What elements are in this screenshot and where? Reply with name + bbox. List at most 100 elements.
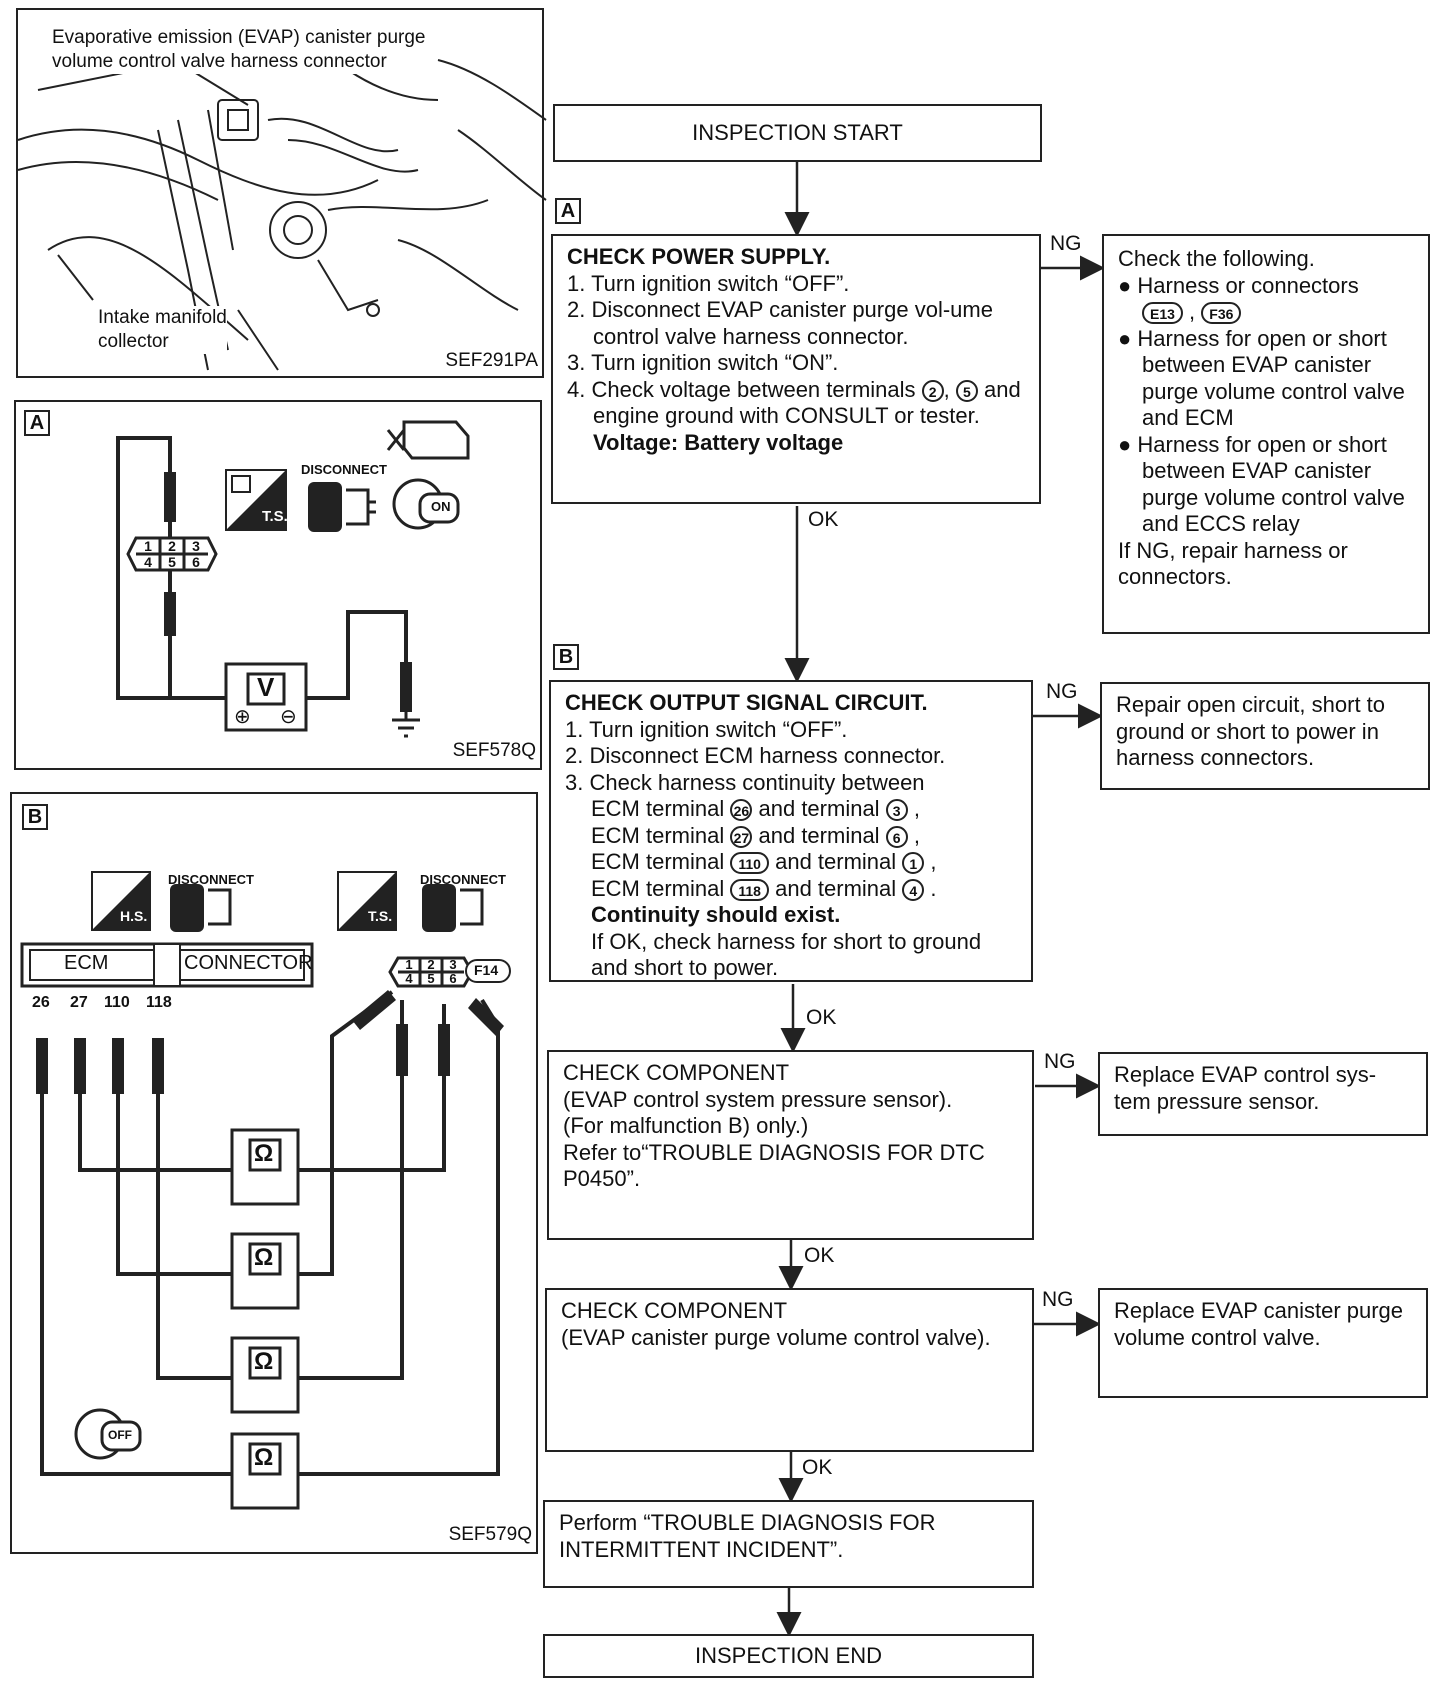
callout-line-1: Evaporative emission (EVAP) canister pur… bbox=[52, 27, 426, 48]
ng-replace-sensor-box: Replace EVAP control sys-tem pressure se… bbox=[1098, 1052, 1428, 1136]
terminal-id: 4 bbox=[902, 878, 925, 901]
key-off-label: OFF bbox=[108, 1428, 132, 1442]
inspection-start-box: INSPECTION START bbox=[553, 104, 1042, 162]
component-line: (For malfunction B) only.) bbox=[563, 1113, 809, 1138]
ok-label: OK bbox=[808, 508, 839, 531]
ng-replace-text: Replace EVAP canister purge volume contr… bbox=[1114, 1298, 1404, 1350]
connector-pins: 1 2 3 4 5 6 bbox=[398, 958, 464, 986]
step-a-tag: A bbox=[555, 198, 581, 224]
plus-terminal: ⊕ bbox=[234, 706, 251, 728]
continuity-row: ECM terminal 118 and terminal 4 . bbox=[565, 876, 1017, 903]
ng-bullet-text: Harness for open or short between EVAP c… bbox=[1137, 325, 1405, 431]
figure-b-wiring bbox=[20, 871, 511, 1510]
voltmeter-label: V bbox=[257, 672, 275, 702]
terminal-id: 6 bbox=[885, 825, 908, 848]
ohm-meter-label: Ω bbox=[254, 1140, 274, 1167]
ng-bullet: ● Harness for open or short between EVAP… bbox=[1118, 431, 1405, 537]
figure-b-panel: B bbox=[10, 792, 538, 1554]
callout-line-2: volume control valve harness connector bbox=[52, 51, 387, 72]
ng-label: NG bbox=[1046, 680, 1078, 703]
check-power-supply-box: CHECK POWER SUPPLY. 1. Turn ignition swi… bbox=[551, 234, 1041, 504]
step-title: CHECK OUTPUT SIGNAL CIRCUIT. bbox=[565, 690, 928, 715]
voltage-spec: Voltage: Battery voltage bbox=[593, 429, 844, 455]
ecm-terminal-number: 27 bbox=[70, 994, 88, 1011]
connector-pins: 1 2 3 4 5 6 bbox=[136, 538, 208, 570]
figure-code: SEF578Q bbox=[452, 740, 536, 761]
intake-manifold-callout: Intake manifold collector bbox=[98, 306, 227, 354]
check-pressure-sensor-box: CHECK COMPONENT (EVAP control system pre… bbox=[547, 1050, 1034, 1240]
component-line: (EVAP control system pressure sensor). bbox=[563, 1086, 953, 1112]
disconnect-label: DISCONNECT bbox=[301, 462, 387, 477]
ts-label: T.S. bbox=[262, 508, 288, 525]
step-line: 2. Disconnect EVAP canister purge vol-um… bbox=[567, 297, 993, 349]
engine-illustration bbox=[17, 49, 547, 371]
step-line-text: and engine ground with CONSULT or tester… bbox=[593, 376, 1021, 429]
ok-label: OK bbox=[802, 1456, 833, 1479]
pin: 1 bbox=[405, 957, 413, 972]
step-line: 1. Turn ignition switch “OFF”. bbox=[565, 716, 848, 742]
row-end: , bbox=[930, 849, 937, 874]
step-line: 3. Check harness continuity between bbox=[565, 769, 925, 795]
ecm-terminal-number: 110 bbox=[104, 994, 130, 1011]
ecm-terminal-id: 26 bbox=[730, 799, 753, 822]
ng-outro: If NG, repair harness or connectors. bbox=[1118, 537, 1348, 590]
hs-label: H.S. bbox=[120, 908, 148, 924]
step-line: 1. Turn ignition switch “OFF”. bbox=[567, 270, 850, 296]
callout-line-3: Intake manifold bbox=[98, 307, 227, 328]
figure-a-wiring bbox=[116, 420, 470, 738]
ecm-terminal-number: 26 bbox=[32, 994, 50, 1011]
step-line: 3. Turn ignition switch “ON”. bbox=[567, 350, 839, 375]
terminal-2: 2 bbox=[921, 379, 944, 402]
terminal-id: 3 bbox=[885, 799, 908, 822]
ecm-terminal-text: ECM terminal bbox=[591, 796, 725, 821]
ng-repair-text: Repair open circuit, short to ground or … bbox=[1116, 692, 1386, 770]
evap-valve-callout: Evaporative emission (EVAP) canister pur… bbox=[52, 26, 426, 74]
figure-a-panel: A bbox=[14, 400, 542, 770]
figure-a-tag: A bbox=[24, 410, 50, 436]
inspection-end-box: INSPECTION END bbox=[543, 1634, 1034, 1678]
inspection-start: INSPECTION START bbox=[692, 119, 903, 145]
pin: 6 bbox=[449, 971, 457, 986]
key-on-label: ON bbox=[431, 499, 451, 514]
check-purge-valve-box: CHECK COMPONENT (EVAP canister purge vol… bbox=[545, 1288, 1034, 1452]
ok-label: OK bbox=[804, 1244, 835, 1267]
disconnect-label: DISCONNECT bbox=[420, 872, 506, 887]
terminal-5: 5 bbox=[955, 379, 978, 402]
ohm-meter-label: Ω bbox=[254, 1348, 274, 1375]
ng-label: NG bbox=[1044, 1050, 1076, 1073]
ecm-terminal-text: ECM terminal bbox=[591, 822, 725, 848]
step-line: 2. Disconnect ECM harness connector. bbox=[565, 743, 946, 768]
ecm-terminal-text: ECM terminal bbox=[591, 849, 725, 874]
connector-f36: F36 bbox=[1201, 302, 1242, 325]
pin: 5 bbox=[427, 971, 435, 986]
ohm-meter-label: Ω bbox=[254, 1244, 274, 1271]
pin: 3 bbox=[192, 538, 200, 554]
ecm-terminal-number: 118 bbox=[146, 994, 172, 1011]
ok-label: OK bbox=[806, 1006, 837, 1029]
callout-line-4: collector bbox=[98, 331, 169, 352]
ohm-meter-label: Ω bbox=[254, 1444, 274, 1471]
inspection-end: INSPECTION END bbox=[694, 1642, 883, 1668]
row-end: . bbox=[930, 875, 937, 901]
ng-label: NG bbox=[1042, 1288, 1074, 1311]
connector-id: F14 bbox=[474, 962, 499, 978]
continuity-row: ECM terminal 110 and terminal 1 , bbox=[565, 849, 1017, 876]
component-line: Refer to“TROUBLE DIAGNOSIS FOR DTC P0450… bbox=[563, 1139, 985, 1192]
ng-replace-text: Replace EVAP control sys-tem pressure se… bbox=[1114, 1062, 1377, 1114]
pin: 4 bbox=[405, 971, 413, 986]
engine-illustration-panel: Evaporative emission (EVAP) canister pur… bbox=[16, 8, 547, 378]
component-title: CHECK COMPONENT bbox=[563, 1060, 790, 1085]
pin: 5 bbox=[168, 554, 176, 570]
connector-label: CONNECTOR bbox=[184, 952, 313, 974]
ng-repair-circuit-box: Repair open circuit, short to ground or … bbox=[1100, 682, 1430, 790]
and-terminal-text: and terminal bbox=[775, 849, 897, 874]
ng-bullet-text: Harness for open or short between EVAP c… bbox=[1137, 431, 1405, 537]
connector-e13: E13 bbox=[1142, 302, 1183, 325]
step-title: CHECK POWER SUPPLY. bbox=[567, 244, 831, 269]
continuity-spec: Continuity should exist. bbox=[591, 902, 841, 927]
ng-bullet: ● Harness or connectors E13 , F36 bbox=[1118, 272, 1359, 325]
figure-code: SEF579Q bbox=[448, 1524, 532, 1545]
ecm-terminal-text: ECM terminal bbox=[591, 875, 725, 901]
pin: 1 bbox=[144, 538, 152, 554]
